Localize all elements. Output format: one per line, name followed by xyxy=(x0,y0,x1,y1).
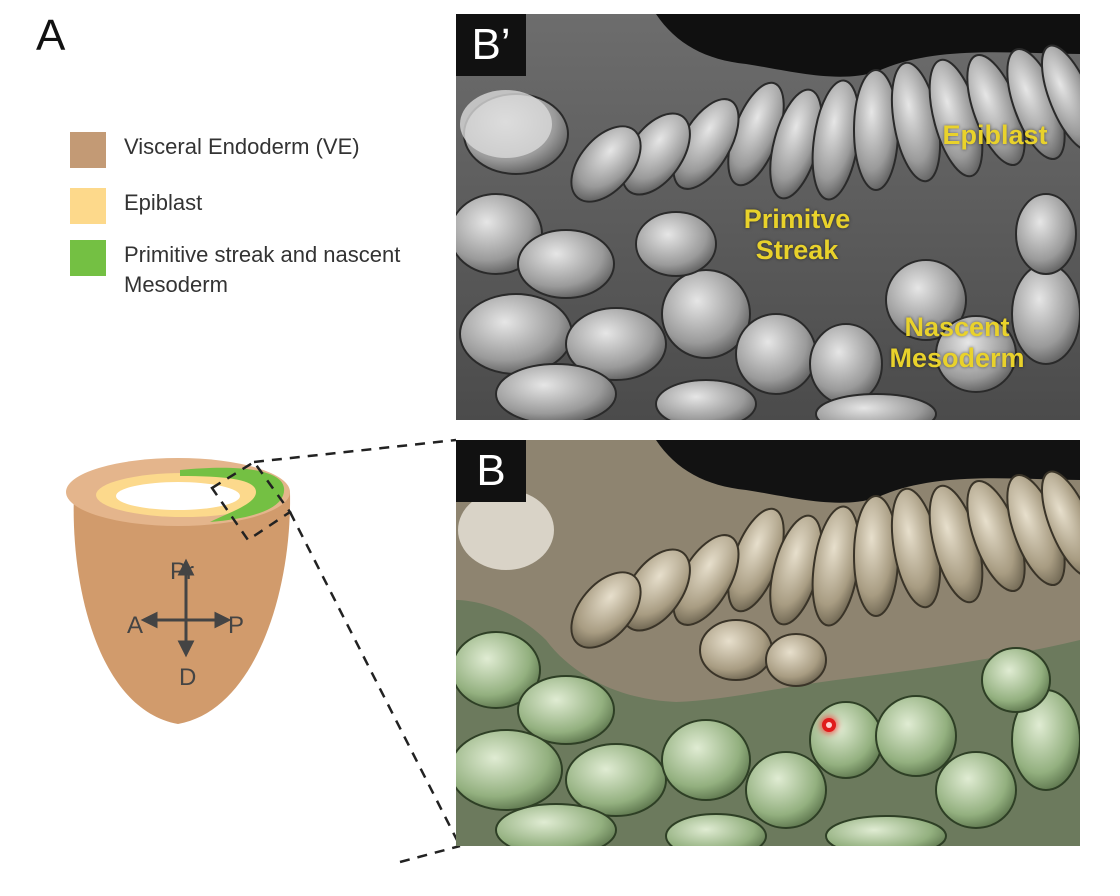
legend-swatch-epiblast xyxy=(70,188,106,224)
axis-label-anterior: A xyxy=(127,612,144,639)
label-epiblast: Epiblast xyxy=(942,120,1048,150)
axis-label-proximal: Pr xyxy=(170,558,194,585)
legend-swatch-primitive-streak xyxy=(70,240,106,276)
legend-label-visceral-endoderm: Visceral Endoderm (VE) xyxy=(124,134,360,159)
label-primitive-streak: Primitve Streak xyxy=(743,204,851,265)
zoom-line-base xyxy=(399,844,461,864)
legend-item-primitive-streak: Primitive streak and nascent Mesoderm xyxy=(70,240,424,300)
sem-image-b xyxy=(456,440,1080,846)
axis-label-posterior: P xyxy=(228,612,245,639)
legend-label-primitive-streak: Primitive streak and nascent Mesoderm xyxy=(124,242,401,297)
legend-item-visceral-endoderm: Visceral Endoderm (VE) xyxy=(70,132,424,168)
embryo-cup-body xyxy=(73,492,291,724)
panel-letter-a: A xyxy=(36,11,66,60)
legend-item-epiblast: Epiblast xyxy=(70,188,424,224)
legend-swatch-visceral-endoderm xyxy=(70,132,106,168)
legend-label-epiblast: Epiblast xyxy=(124,190,203,215)
sem-panel-b-prime: B’ Epiblast Primitve Streak Nascent Meso… xyxy=(456,14,1080,420)
panel-letter-b: B xyxy=(456,440,526,502)
axis-label-distal: D xyxy=(179,664,197,691)
label-nascent-mesoderm: Nascent Mesoderm xyxy=(889,312,1025,373)
red-marker-dot xyxy=(822,718,836,732)
sem-panel-b: B xyxy=(456,440,1080,846)
sem-image-b-prime xyxy=(456,14,1080,420)
axis-cross xyxy=(140,558,232,658)
embryo-diagram xyxy=(66,458,291,724)
embryo-cavity xyxy=(116,482,240,510)
panel-letter-b-prime: B’ xyxy=(456,14,526,76)
